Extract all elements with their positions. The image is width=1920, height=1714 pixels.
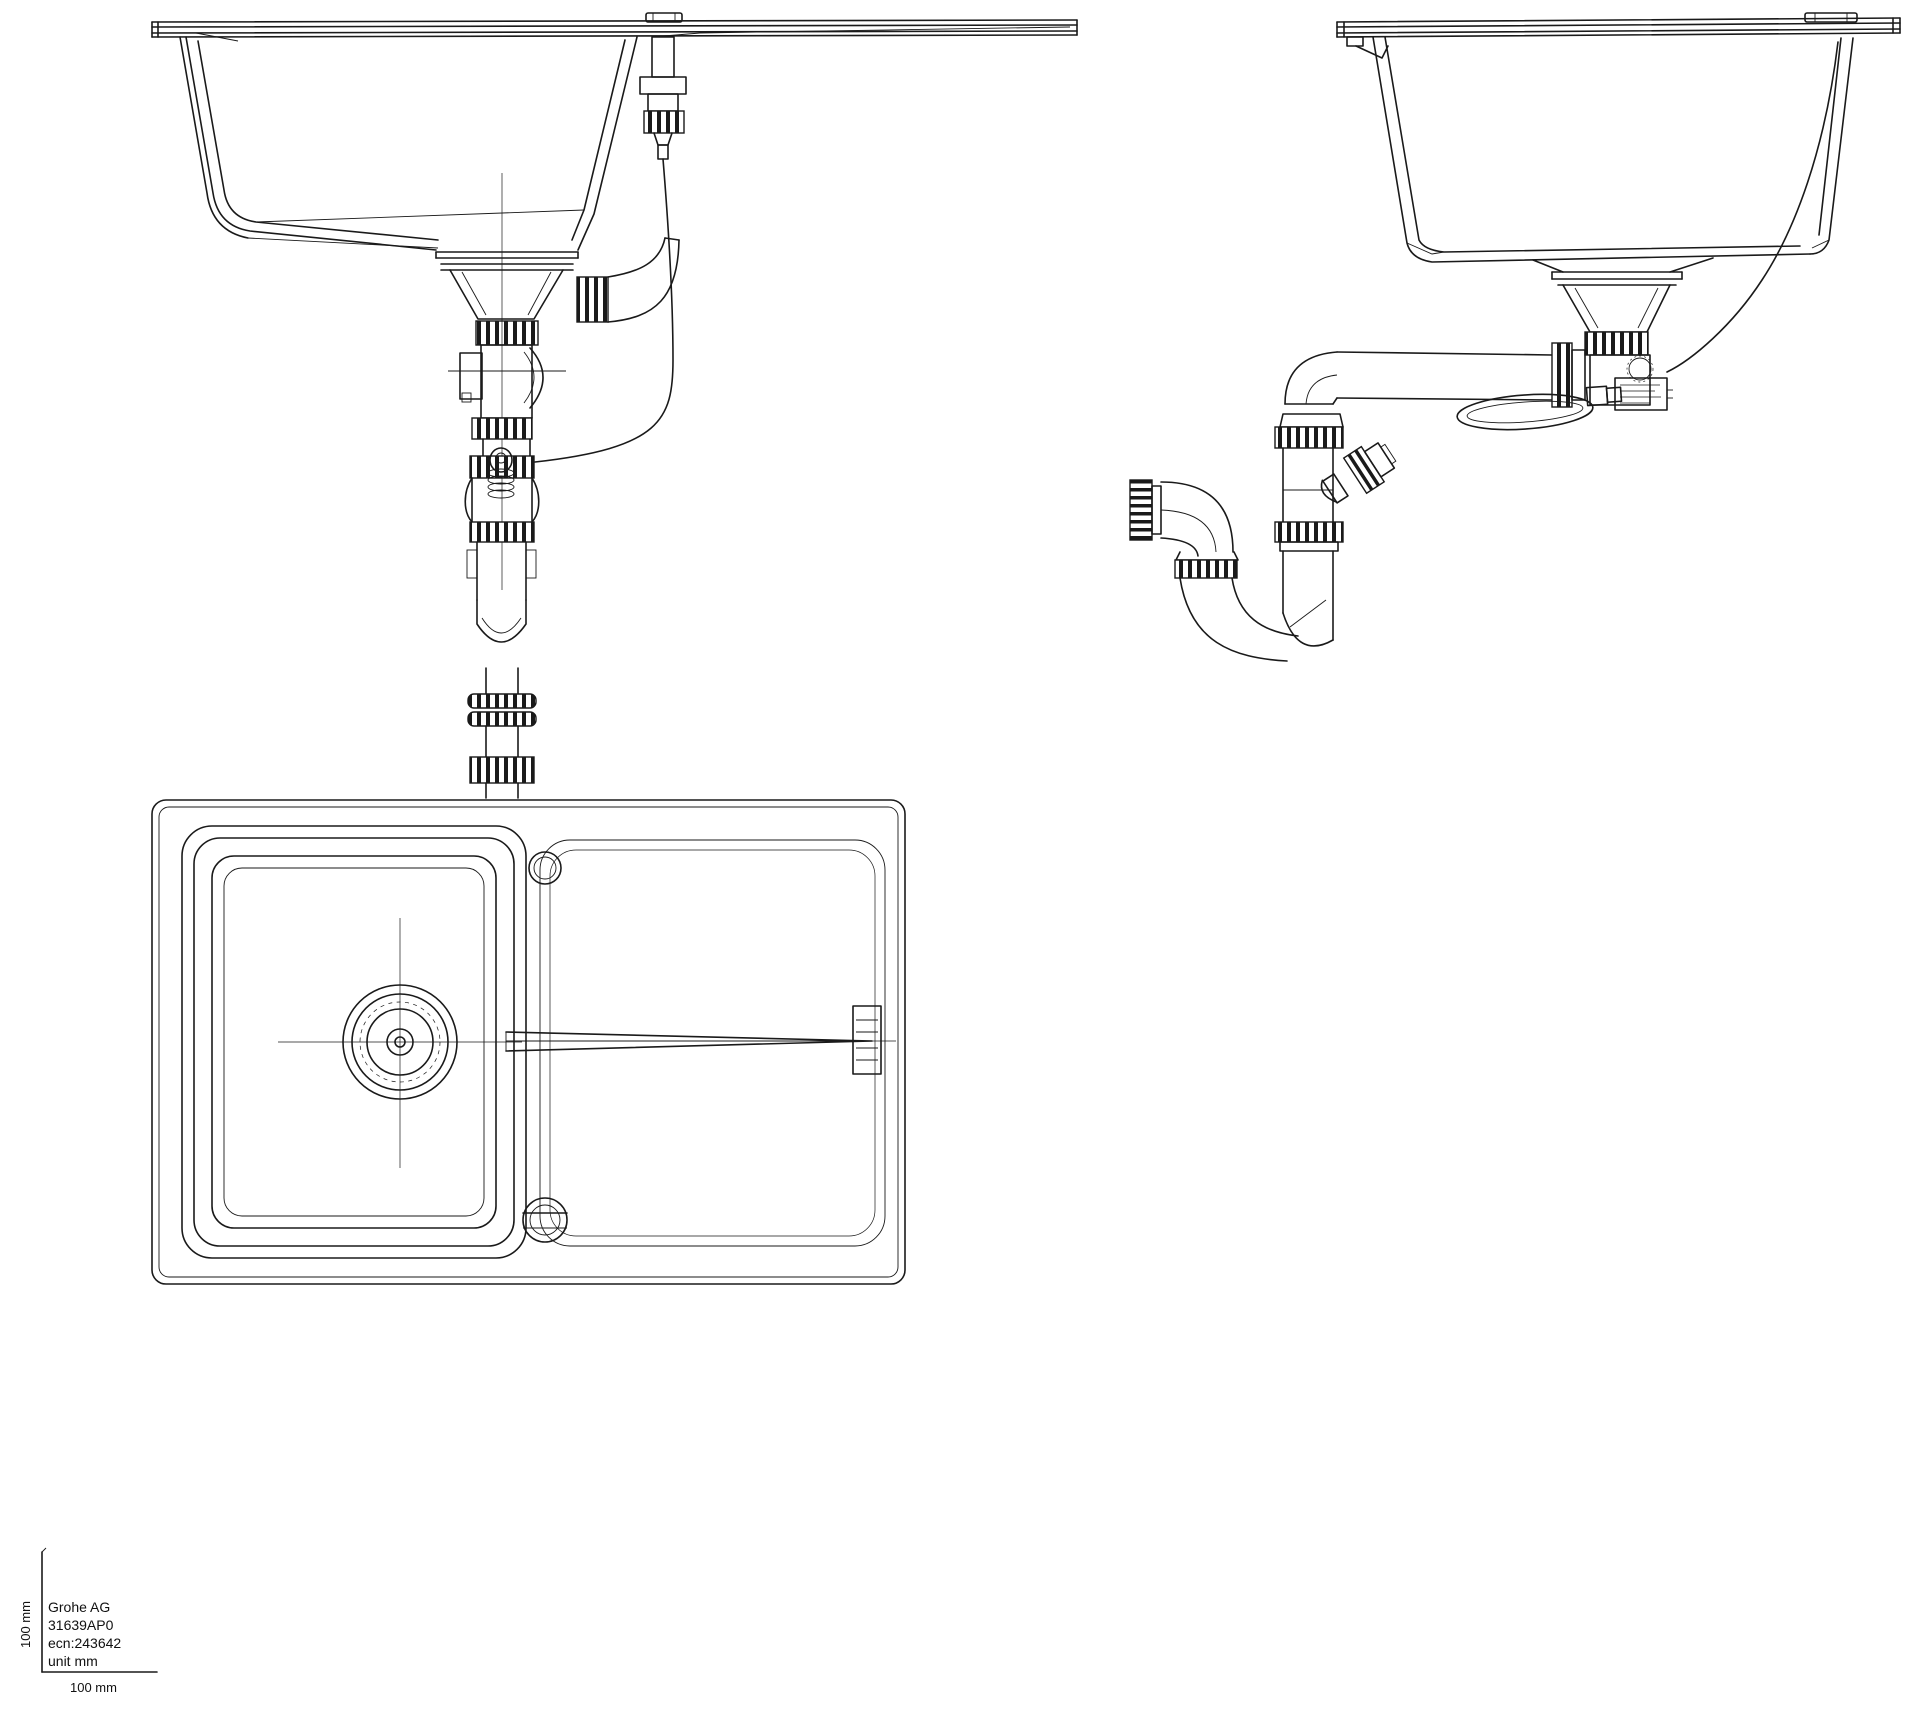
- model-number-text: 31639AP0: [48, 1617, 114, 1633]
- trap-outlet-pipe: [467, 667, 537, 799]
- popup-knob-side: [1804, 12, 1858, 23]
- basin-side: [1372, 36, 1854, 273]
- waste-tee-front: [448, 344, 566, 419]
- overflow-elbow-front: [576, 237, 680, 323]
- product-label: [1614, 377, 1673, 411]
- vertical-drain-pipe: [1274, 413, 1344, 647]
- dishwasher-hose-loop: [1456, 385, 1623, 431]
- basket-strainer-side: [1551, 271, 1683, 406]
- manufacturer-text: Grohe AG: [48, 1599, 110, 1615]
- y-scale-label: 100 mm: [18, 1601, 33, 1648]
- scale-ruler: [41, 1547, 158, 1673]
- unit-text: unit mm: [48, 1653, 98, 1669]
- certification-stamp: [1626, 355, 1654, 383]
- dishwasher-connector: [1320, 442, 1397, 504]
- bottle-trap-front: [464, 417, 540, 643]
- drainboard-plan: [505, 839, 896, 1247]
- sink-outline: [151, 799, 906, 1285]
- x-scale-label: 100 mm: [70, 1680, 117, 1695]
- popup-cable-front: [534, 158, 674, 463]
- title-block: Grohe AG 31639AP0 ecn:243642 unit mm 100…: [18, 1599, 121, 1695]
- basket-strainer-front: [435, 251, 579, 346]
- worktop-front: [151, 19, 1078, 42]
- basin-front: [179, 36, 638, 251]
- brand-plate: [852, 1005, 882, 1075]
- tap-hole-plan: [528, 851, 562, 885]
- side-elevation-view: [1129, 12, 1901, 662]
- ecn-text: ecn:243642: [48, 1635, 121, 1651]
- overflow-knob-plan: [522, 1197, 568, 1243]
- plan-view: [151, 799, 906, 1285]
- horizontal-drain-pipe: [1284, 342, 1586, 408]
- front-elevation-view: [151, 12, 1078, 799]
- p-trap-side: [1129, 479, 1299, 662]
- worktop-side: [1336, 17, 1901, 59]
- popup-cable-side: [1666, 41, 1839, 373]
- popup-knob-front: [645, 12, 683, 23]
- popup-actuator-front: [639, 36, 687, 160]
- strainer-plan: [278, 918, 522, 1168]
